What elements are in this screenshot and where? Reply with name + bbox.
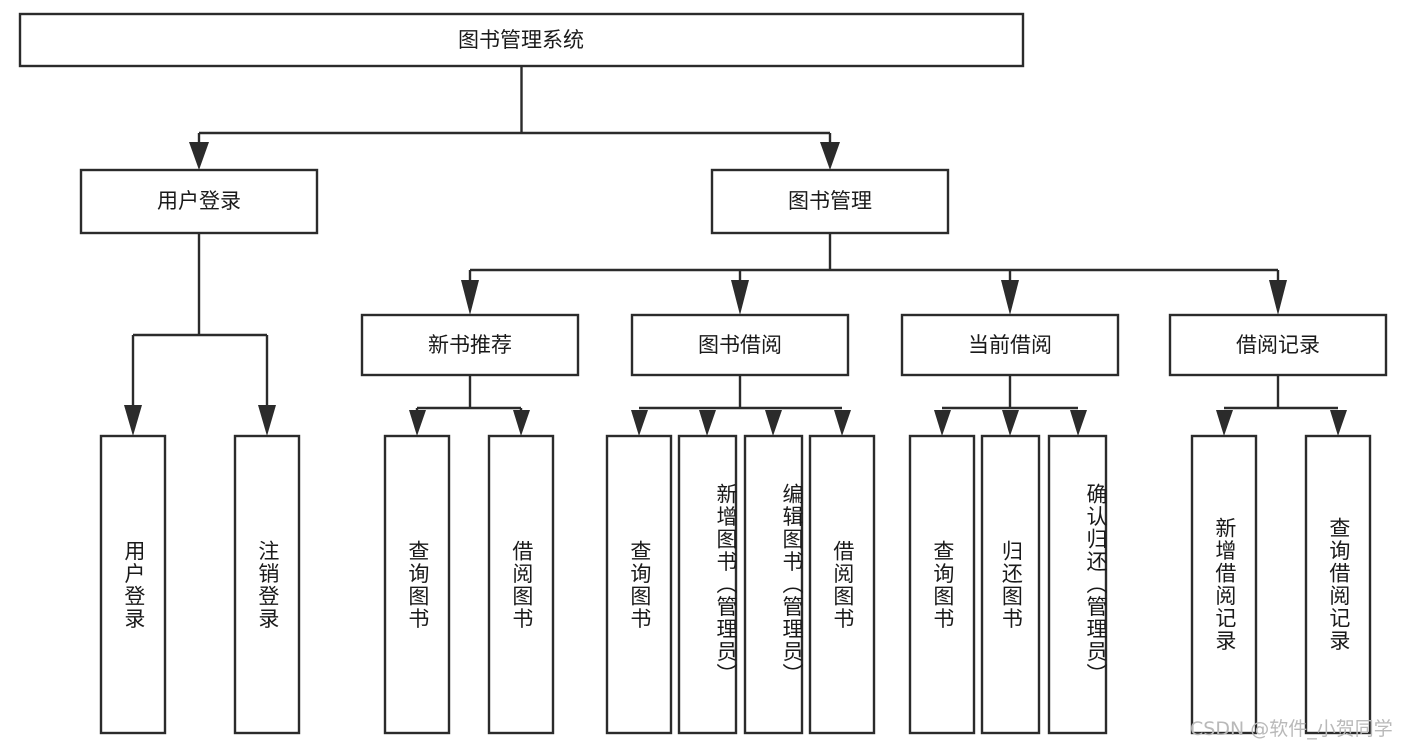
arrowhead-leaf-query-record: [1330, 410, 1347, 436]
arrowhead-leaf-borrow-book-2: [834, 410, 851, 436]
node-leaf-logout-login-box[interactable]: [233, 434, 301, 735]
node-borrow-record-box[interactable]: [1168, 313, 1388, 377]
node-current-borrow-label: 当前借阅: [968, 333, 1052, 357]
csdn-watermark: CSDN @软件_小贺同学: [1190, 718, 1393, 740]
node-leaf-query-record-box[interactable]: [1304, 434, 1372, 735]
node-leaf-user-login-box[interactable]: [99, 434, 167, 735]
arrowhead-borrow-record: [1269, 280, 1287, 315]
node-leaf-add-record-box[interactable]: [1190, 434, 1258, 735]
arrowhead-book-borrow: [731, 280, 749, 315]
arrowhead-current-borrow: [1001, 280, 1019, 315]
node-user-login-box[interactable]: [79, 168, 319, 235]
node-borrow-record-label: 借阅记录: [1236, 333, 1320, 357]
node-book-manage-box[interactable]: [710, 168, 950, 235]
node-new-book-recommend-label: 新书推荐: [428, 333, 512, 357]
node-leaf-edit-book-box[interactable]: [743, 434, 804, 735]
node-leaf-confirm-return-box[interactable]: [1047, 434, 1108, 735]
arrowhead-leaf-return-book: [1002, 410, 1019, 436]
node-new-book-recommend-box[interactable]: [360, 313, 580, 377]
arrowhead-leaf-add-book: [699, 410, 716, 436]
node-book-borrow-box[interactable]: [630, 313, 850, 377]
node-user-login-label: 用户登录: [157, 189, 241, 213]
arrowhead-leaf-borrow-book-1: [513, 410, 530, 436]
node-leaf-query-book-2-box[interactable]: [605, 434, 673, 735]
arrowhead-leaf-user-login: [124, 405, 142, 436]
node-layer: 图书管理系统 用户登录 图书管理 新书推荐 图书借阅 当前借阅 借阅记录: [18, 12, 1388, 735]
node-book-borrow-label: 图书借阅: [698, 333, 782, 357]
node-current-borrow-box[interactable]: [900, 313, 1120, 377]
edge-layer: [124, 66, 1347, 436]
arrowhead-leaf-edit-book: [765, 410, 782, 436]
arrowhead-leaf-query-book-3: [934, 410, 951, 436]
node-leaf-query-book-1-box[interactable]: [383, 434, 451, 735]
node-leaf-add-book-box[interactable]: [677, 434, 738, 735]
node-root-label: 图书管理系统: [458, 28, 584, 52]
node-leaf-query-book-3-box[interactable]: [908, 434, 976, 735]
arrowhead-leaf-query-book-1: [409, 410, 426, 436]
arrowhead-leaf-add-record: [1216, 410, 1233, 436]
arrowhead-book-manage: [820, 142, 840, 170]
arrowhead-leaf-logout-login: [258, 405, 276, 436]
arrowhead-leaf-query-book-2: [631, 410, 648, 436]
arrowhead-leaf-confirm-return: [1070, 410, 1087, 436]
node-leaf-return-book-box[interactable]: [980, 434, 1041, 735]
node-book-manage-label: 图书管理: [788, 189, 872, 213]
node-leaf-borrow-book-1-box[interactable]: [487, 434, 555, 735]
arrowhead-new-book: [461, 280, 479, 315]
arrowhead-user-login: [189, 142, 209, 170]
node-root-box[interactable]: [18, 12, 1025, 68]
node-leaf-borrow-book-2-box[interactable]: [808, 434, 876, 735]
